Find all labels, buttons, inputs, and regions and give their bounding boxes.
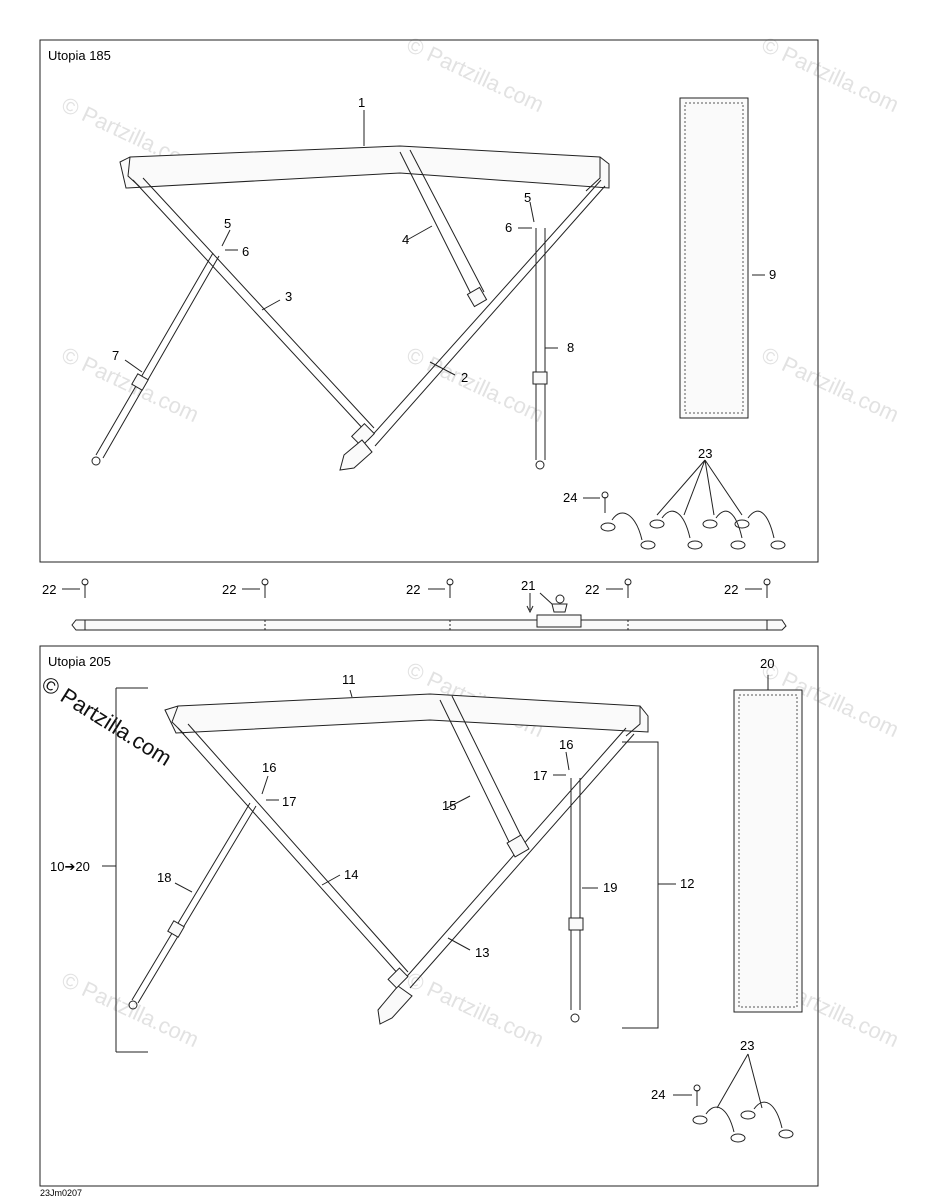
callout-9: 9 [769, 267, 776, 282]
callout-19: 19 [603, 880, 617, 895]
callout-15: 15 [442, 798, 456, 813]
callout-18: 18 [157, 870, 171, 885]
callout-14: 14 [344, 867, 358, 882]
top-leader-lines [124, 110, 765, 516]
callout-23: 23 [740, 1038, 754, 1053]
callout-23: 23 [698, 446, 712, 461]
callout-8: 8 [567, 340, 574, 355]
callout-17: 17 [282, 794, 296, 809]
callout-10-to-20: 10➔20 [50, 859, 90, 874]
watermark: © Partzilla.com [403, 342, 548, 427]
callout-21: 21 [521, 578, 535, 593]
top-panel-frame [39, 39, 819, 563]
callout-6: 6 [505, 220, 512, 235]
callout-12: 12 [680, 876, 694, 891]
partzilla-logo: © Partzilla.com [37, 671, 176, 771]
bottom-panel-frame [39, 645, 819, 1187]
callout-22: 22 [406, 582, 420, 597]
callout-1: 1 [358, 95, 365, 110]
callout-22: 22 [585, 582, 599, 597]
middle-rail [62, 578, 787, 632]
callout-6: 6 [242, 244, 249, 259]
callout-11: 11 [342, 672, 356, 687]
callout-4: 4 [402, 232, 409, 247]
callout-5: 5 [524, 190, 531, 205]
callout-20: 20 [760, 656, 774, 671]
drawing-code: 23Jm0207 [40, 1188, 82, 1198]
callout-7: 7 [112, 348, 119, 363]
callout-13: 13 [475, 945, 489, 960]
watermark: © Partzilla.com [58, 967, 203, 1052]
bottom-bimini-assembly [128, 689, 803, 1143]
callout-24: 24 [651, 1087, 665, 1102]
watermark: © Partzilla.com [758, 32, 903, 117]
callout-22: 22 [42, 582, 56, 597]
top-bimini-assembly [91, 97, 786, 550]
callout-17: 17 [533, 768, 547, 783]
callout-2: 2 [461, 370, 468, 385]
callout-16: 16 [559, 737, 573, 752]
callout-22: 22 [724, 582, 738, 597]
callout-22: 22 [222, 582, 236, 597]
callout-3: 3 [285, 289, 292, 304]
watermark: © Partzilla.com [58, 342, 203, 427]
callout-24: 24 [563, 490, 577, 505]
bottom-leader-lines [102, 675, 769, 1109]
watermark: © Partzilla.com [403, 967, 548, 1052]
watermark: © Partzilla.com [403, 32, 548, 117]
callout-16: 16 [262, 760, 276, 775]
watermark: © Partzilla.com [758, 342, 903, 427]
bottom-panel-title: Utopia 205 [48, 654, 111, 669]
callout-5: 5 [224, 216, 231, 231]
top-panel-title: Utopia 185 [48, 48, 111, 63]
